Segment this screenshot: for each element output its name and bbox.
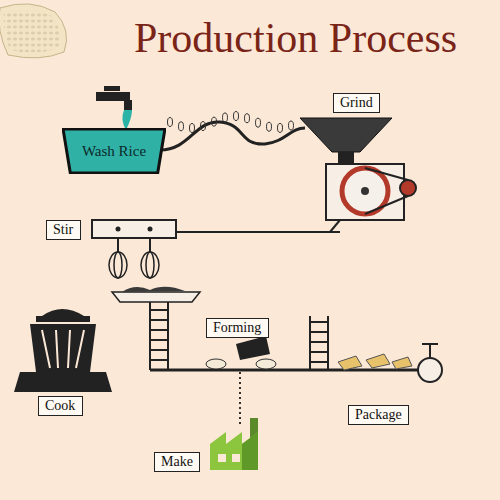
hose	[160, 122, 305, 150]
dotted-link	[239, 372, 241, 424]
step-label: Forming	[206, 318, 269, 338]
step-text: Cook	[45, 398, 76, 414]
wash-basin: Wash Rice	[62, 128, 166, 174]
faucet	[96, 86, 132, 130]
cooker	[14, 309, 112, 392]
end-wheel	[418, 344, 442, 382]
pipe	[175, 231, 340, 233]
forming-press	[206, 336, 276, 369]
conveyor	[150, 302, 420, 370]
step-label: Cook	[38, 396, 83, 416]
step-label: Make	[154, 452, 200, 472]
rice-grains	[168, 112, 294, 133]
step-text: Make	[161, 454, 193, 470]
step-label: Package	[348, 405, 409, 425]
step-text: Package	[355, 407, 402, 423]
step-label: Grind	[333, 93, 380, 113]
step-label: Stir	[46, 220, 81, 240]
step-text: Stir	[53, 222, 74, 238]
factory	[210, 418, 258, 470]
step-text: Wash Rice	[62, 143, 166, 160]
rice-sack	[0, 4, 67, 58]
grinder	[300, 118, 416, 232]
step-text: Grind	[340, 95, 373, 111]
stirrer	[92, 220, 200, 302]
step-text: Forming	[213, 320, 262, 336]
title: Production Process	[134, 14, 457, 62]
packages	[338, 354, 412, 370]
